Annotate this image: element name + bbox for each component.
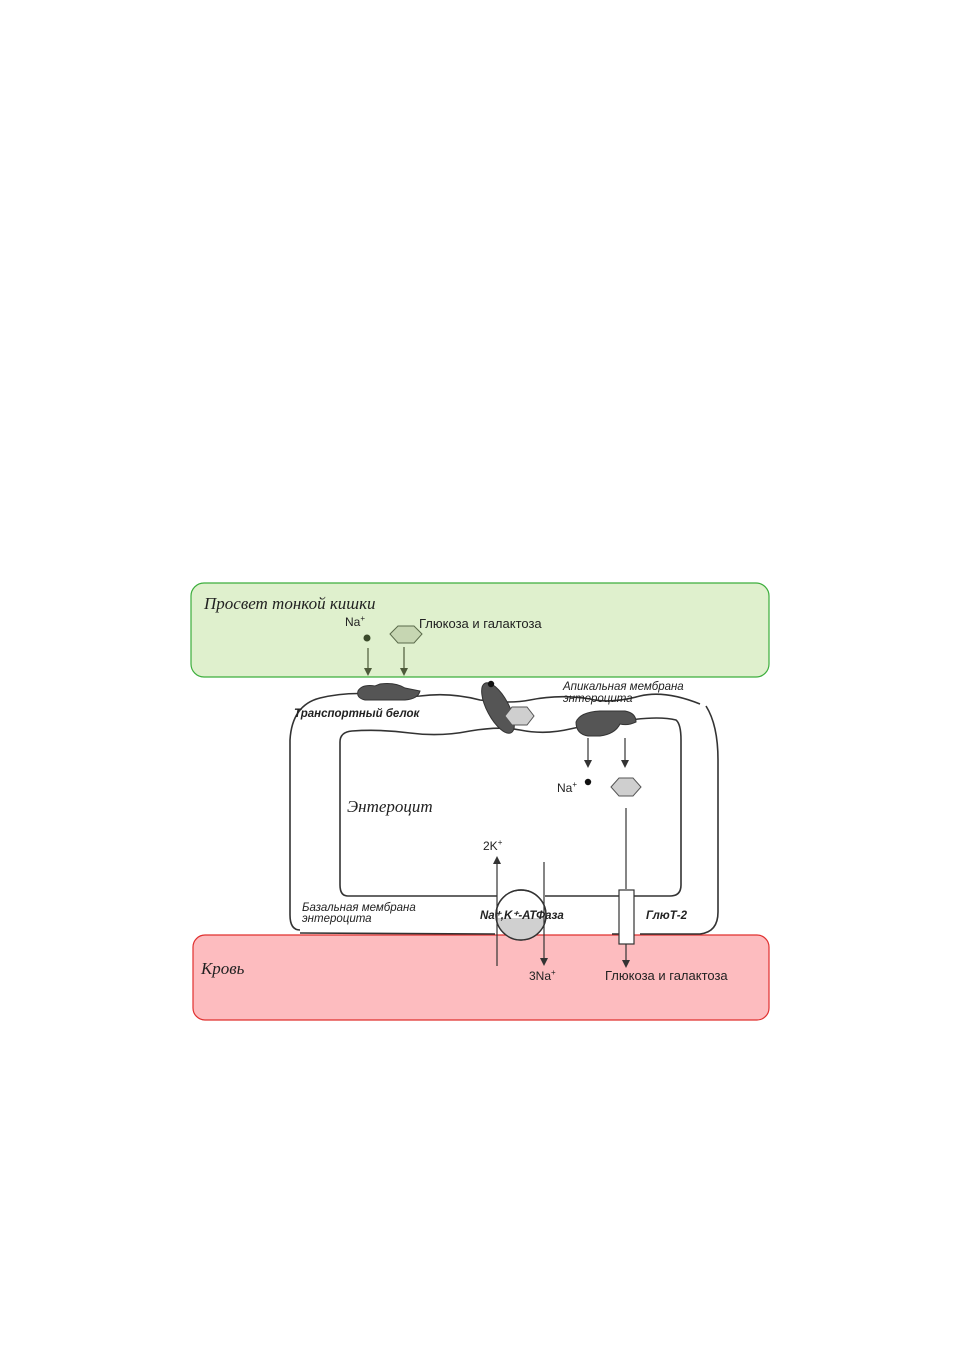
glucose-inside-hexagon (610, 777, 642, 797)
na-k-pump-outline (495, 889, 547, 941)
blood-label: Кровь (200, 959, 245, 978)
na-inside-label: Na+ (557, 780, 577, 795)
apical-membrane-label-2: энтероцита (563, 693, 633, 705)
transport-protein-left (357, 683, 421, 701)
transport-protein-right (575, 710, 637, 737)
glut2-label: ГлюТ-2 (646, 910, 688, 922)
atpase-label: Na⁺,K⁺-АТФаза (480, 910, 564, 922)
enterocyte-label: Энтероцит (347, 797, 433, 816)
enterocyte-outer-membrane (289, 692, 701, 931)
enterocyte-inner-membrane (339, 717, 682, 897)
na-bottom-label: 3Na+ (529, 968, 556, 983)
apical-membrane-label-1: Апикальная мембрана (562, 681, 684, 693)
enterocyte-outer-membrane-bottom (299, 932, 628, 935)
basal-membrane-label-2: энтероцита (302, 913, 372, 925)
glut2-channel (618, 889, 635, 945)
k-label: 2K+ (483, 838, 503, 853)
blood-region (192, 934, 770, 1021)
glucose-middle-hexagon (504, 706, 535, 726)
na-top-dot (363, 634, 371, 642)
glucose-top-hexagon (389, 625, 423, 644)
basal-membrane-label-1: Базальная мембрана (302, 902, 416, 914)
lumen-label: Просвет тонкой кишки (203, 594, 376, 613)
glucose-bottom-label: Глюкоза и галактоза (605, 968, 728, 983)
lumen-region (190, 582, 770, 678)
na-k-pump-lower-fill (496, 918, 546, 940)
na-inside-dot (584, 778, 592, 786)
enterocyte-outer-membrane-right (640, 705, 719, 935)
transport-protein-label: Транспортный белок (294, 708, 420, 720)
glucose-top-label: Глюкоза и галактоза (419, 616, 542, 631)
na-top-label: Na+ (345, 614, 365, 629)
na-middle-dot (487, 680, 495, 688)
transport-protein-middle (481, 682, 515, 734)
